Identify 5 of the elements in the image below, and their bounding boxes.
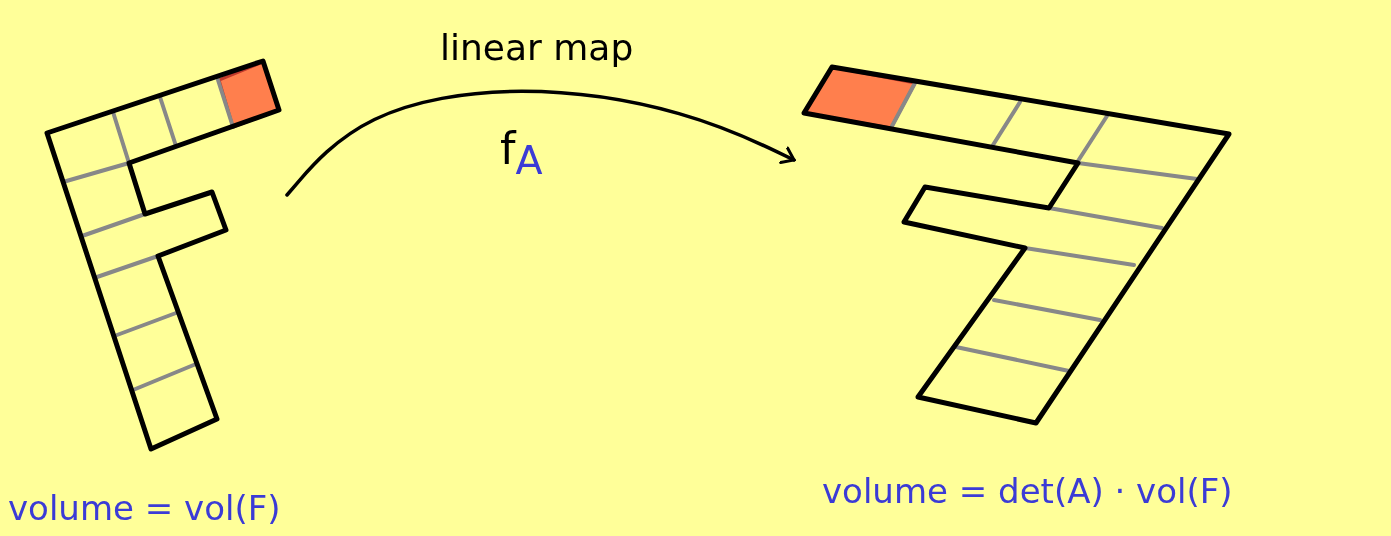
edge-label: linear map: [440, 28, 634, 68]
curved-arrow: [285, 89, 796, 197]
volume-formula: volume = vol(F): [8, 490, 281, 528]
volume-formula: volume = det(A) · vol(F): [822, 473, 1233, 511]
function-symbol: f$_{A}$: [500, 125, 543, 183]
